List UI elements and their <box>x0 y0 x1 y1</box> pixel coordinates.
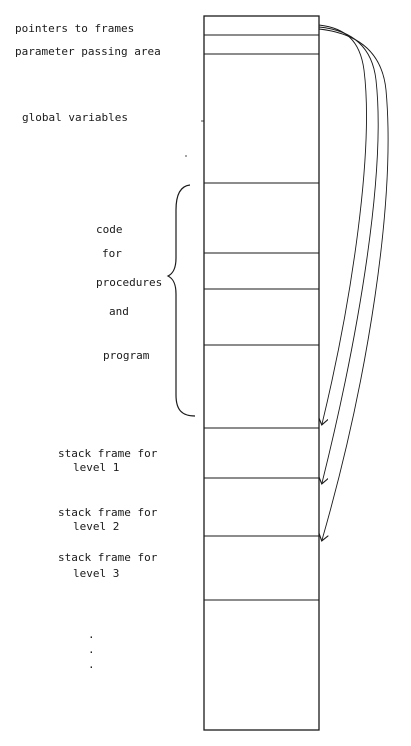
label-frame1-line1: stack frame for <box>58 447 158 460</box>
continuation-dot-3: . <box>88 658 95 671</box>
label-parameter-passing-area: parameter passing area <box>15 45 161 58</box>
label-code: code <box>96 223 123 236</box>
pointer-arrow-to-frame1 <box>319 24 367 424</box>
label-frame2-line2: level 2 <box>73 520 119 533</box>
label-frame3-line1: stack frame for <box>58 551 158 564</box>
label-frame1-line2: level 1 <box>73 461 119 474</box>
pointer-arrow-to-frame2 <box>319 26 379 483</box>
label-and: and <box>109 305 129 318</box>
pointer-arrow-to-frame3 <box>319 28 389 540</box>
continuation-dot-2: . <box>88 643 95 656</box>
continuation-dot-1: . <box>88 628 95 641</box>
code-brace <box>166 184 196 417</box>
label-program: program <box>103 349 150 362</box>
label-global-variables: global variables <box>22 111 128 124</box>
label-pointers-to-frames: pointers to frames <box>15 22 134 35</box>
memory-column <box>203 15 320 731</box>
label-procedures: procedures <box>96 276 162 289</box>
label-frame2-line1: stack frame for <box>58 506 158 519</box>
label-frame3-line2: level 3 <box>73 567 119 580</box>
label-for: for <box>102 247 122 260</box>
